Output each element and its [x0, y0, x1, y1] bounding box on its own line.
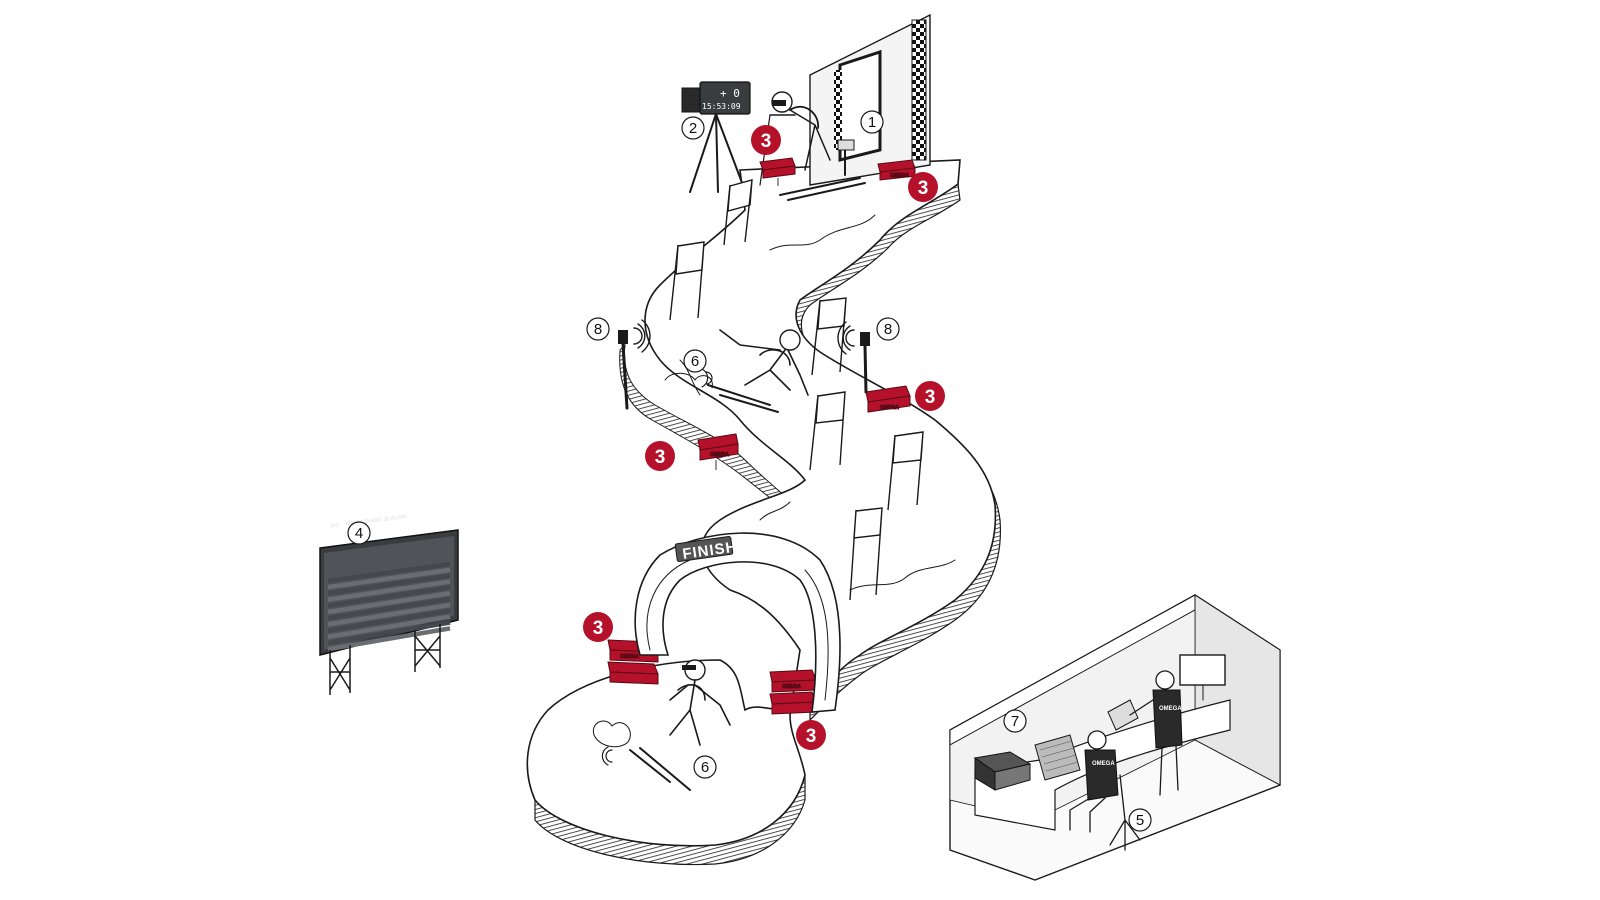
- callout-c8b: 8: [876, 317, 900, 341]
- svg-text:7: 7: [1011, 713, 1019, 730]
- svg-text:5: 5: [1136, 812, 1144, 829]
- svg-text:2: 2: [689, 120, 697, 137]
- antenna-left: [618, 319, 651, 410]
- svg-text:OMEGA: OMEGA: [880, 405, 899, 411]
- slalom-gates: [669, 179, 924, 601]
- svg-text:8: 8: [884, 321, 892, 338]
- svg-text:8: 8: [594, 321, 602, 338]
- results-scoreboard: 3rd MEN'S GIANT SLALOM: [319, 514, 459, 695]
- svg-text:6: 6: [691, 353, 699, 370]
- start-skier-figure: [759, 91, 866, 201]
- scoreboard-row: [327, 585, 451, 609]
- svg-text:3: 3: [593, 618, 604, 639]
- red-marker-r2: 3: [908, 172, 938, 202]
- callout-c2: 2: [681, 116, 705, 140]
- scoreboard-row: [327, 614, 451, 640]
- scoreboard-row: [327, 620, 451, 646]
- red-marker-r4: 3: [645, 441, 675, 471]
- svg-text:OMEGA: OMEGA: [620, 654, 639, 660]
- ski-course: [526, 159, 1002, 866]
- callout-labels: 1 2 4 5 6 6 7 8 8: [347, 110, 1152, 832]
- timing-box-start-left: [759, 157, 796, 186]
- callout-c8a: 8: [586, 317, 610, 341]
- timer-top-readout: + 0: [720, 87, 740, 100]
- scoreboard-row: [327, 567, 451, 590]
- callout-c1: 1: [860, 110, 884, 134]
- timing-box-start-right: OMEGA: [877, 159, 916, 181]
- svg-text:OMEGA: OMEGA: [890, 173, 909, 179]
- svg-text:6: 6: [701, 759, 709, 776]
- svg-text:OMEGA: OMEGA: [1159, 706, 1182, 712]
- callout-c5: 5: [1128, 808, 1152, 832]
- callout-c6a: 6: [683, 349, 707, 373]
- scoreboard-row: [327, 591, 451, 615]
- red-marker-labels: 3 3 3 3 3 3: [583, 125, 945, 750]
- antenna-right: [837, 321, 870, 394]
- callout-c4: 4: [347, 521, 371, 545]
- timer-time-readout: 15:53:09: [702, 102, 741, 111]
- start-house: [809, 13, 931, 186]
- scoreboard-row: [327, 561, 451, 584]
- svg-text:1: 1: [868, 114, 876, 131]
- photo-finish-timer-device: + 0 15:53:09: [681, 81, 751, 193]
- timing-box-finish-right: OMEGA: [769, 669, 817, 715]
- svg-text:3: 3: [806, 726, 817, 747]
- callout-c6b: 6: [693, 755, 717, 779]
- svg-text:4: 4: [355, 525, 363, 542]
- svg-text:3: 3: [761, 131, 772, 152]
- finish-skier-figure: [592, 659, 731, 791]
- svg-text:3: 3: [925, 387, 936, 408]
- timing-control-room: OMEGA OMEGA: [949, 594, 1281, 881]
- red-marker-r3: 3: [915, 381, 945, 411]
- scoreboard-row: [327, 573, 451, 596]
- svg-text:OMEGA: OMEGA: [1092, 761, 1115, 767]
- scoreboard-row: [327, 602, 451, 627]
- red-marker-r5: 3: [583, 612, 613, 642]
- svg-text:3: 3: [655, 447, 666, 468]
- scoreboard-row: [327, 579, 451, 602]
- timing-box-mid-right: OMEGA: [865, 385, 911, 413]
- scoreboard-row: [327, 626, 451, 652]
- red-marker-r1: 3: [751, 125, 781, 155]
- red-marker-r6: 3: [796, 720, 826, 750]
- timing-boxes: OMEGA OMEGA OMEGA OMEGA OMEGA: [607, 157, 916, 715]
- slalom-skier-figure: [664, 329, 809, 413]
- scoreboard-rows: [327, 561, 451, 652]
- svg-text:OMEGA: OMEGA: [782, 684, 801, 690]
- callout-c7: 7: [1003, 709, 1027, 733]
- scoreboard-rank: 3rd: [330, 522, 339, 529]
- timing-box-mid-left: OMEGA: [697, 433, 739, 470]
- svg-text:OMEGA: OMEGA: [710, 452, 729, 458]
- scoreboard-row: [327, 608, 451, 633]
- finish-arch: FINISH: [634, 532, 841, 713]
- scoreboard-row: [327, 596, 451, 621]
- svg-text:3: 3: [918, 178, 929, 199]
